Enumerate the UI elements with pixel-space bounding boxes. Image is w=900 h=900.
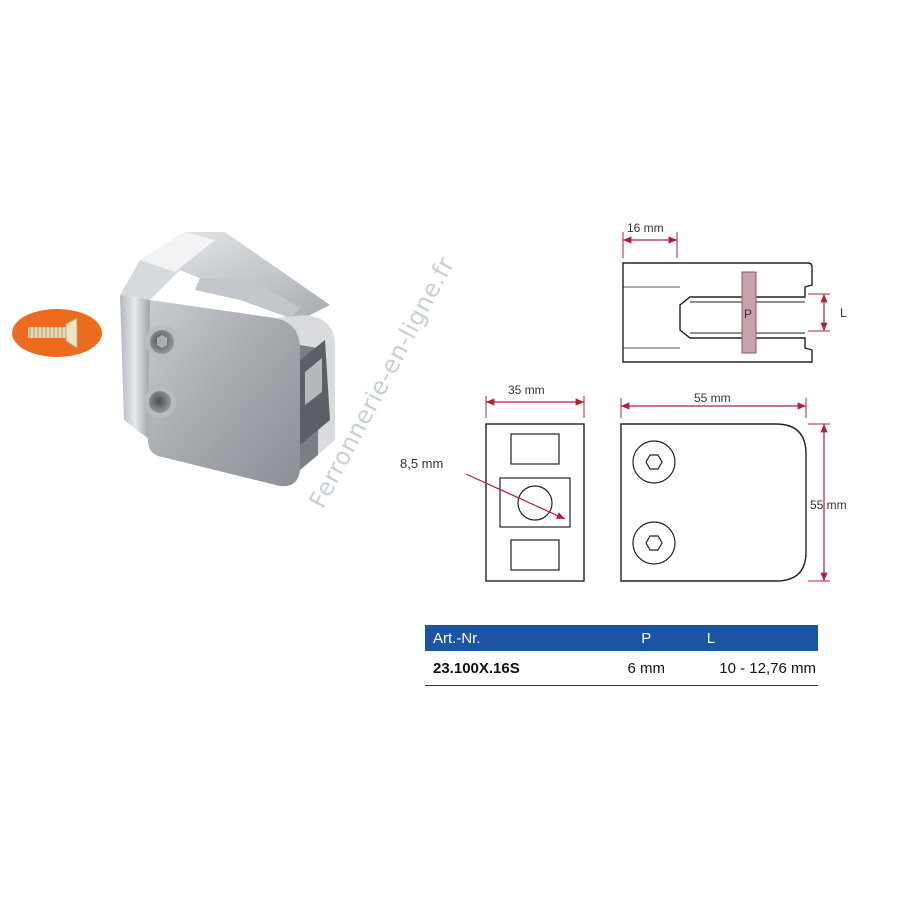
header-p: P <box>599 625 693 651</box>
front-view-outline <box>620 423 807 582</box>
slot-top <box>510 433 560 465</box>
center-pocket <box>499 477 571 528</box>
screw-badge <box>12 309 102 357</box>
dim-front-width: 55 mm <box>694 391 731 405</box>
header-art-nr: Art.-Nr. <box>425 625 600 651</box>
hex-screw-icon-bottom <box>632 521 676 565</box>
front-view: 55 mm 55 mm <box>620 391 847 582</box>
cell-p: 6 mm <box>599 651 693 686</box>
slot-bottom <box>510 539 560 571</box>
product-photo <box>120 232 335 487</box>
dim-hole-diameter: 8,5 mm <box>400 456 443 471</box>
cell-art-nr: 23.100X.16S <box>425 651 600 686</box>
table-row: 23.100X.16S 6 mm 10 - 12,76 mm <box>425 651 818 686</box>
back-view: 35 mm 8,5 mm <box>400 383 585 582</box>
spec-table: Art.-Nr. P L 23.100X.16S 6 mm 10 - 12,76… <box>425 625 818 686</box>
dim-glass-thickness: L <box>840 306 847 320</box>
screw-icon <box>28 317 78 349</box>
hex-screw-icon-top <box>632 440 676 484</box>
top-view-outline <box>622 262 813 363</box>
glass-label: P <box>744 307 752 321</box>
cell-l: 10 - 12,76 mm <box>692 651 818 686</box>
back-view-outline <box>485 423 585 582</box>
table-header-row: Art.-Nr. P L <box>425 625 818 651</box>
top-view: 16 mm P L <box>622 221 847 363</box>
header-l: L <box>692 625 818 651</box>
glass-pane <box>741 271 757 354</box>
dim-front-height: 55 mm <box>810 498 847 512</box>
dim-back-width: 35 mm <box>508 383 545 397</box>
dim-line-hole <box>465 473 566 520</box>
dim-top-width: 16 mm <box>627 221 664 235</box>
mounting-hole <box>517 485 553 521</box>
